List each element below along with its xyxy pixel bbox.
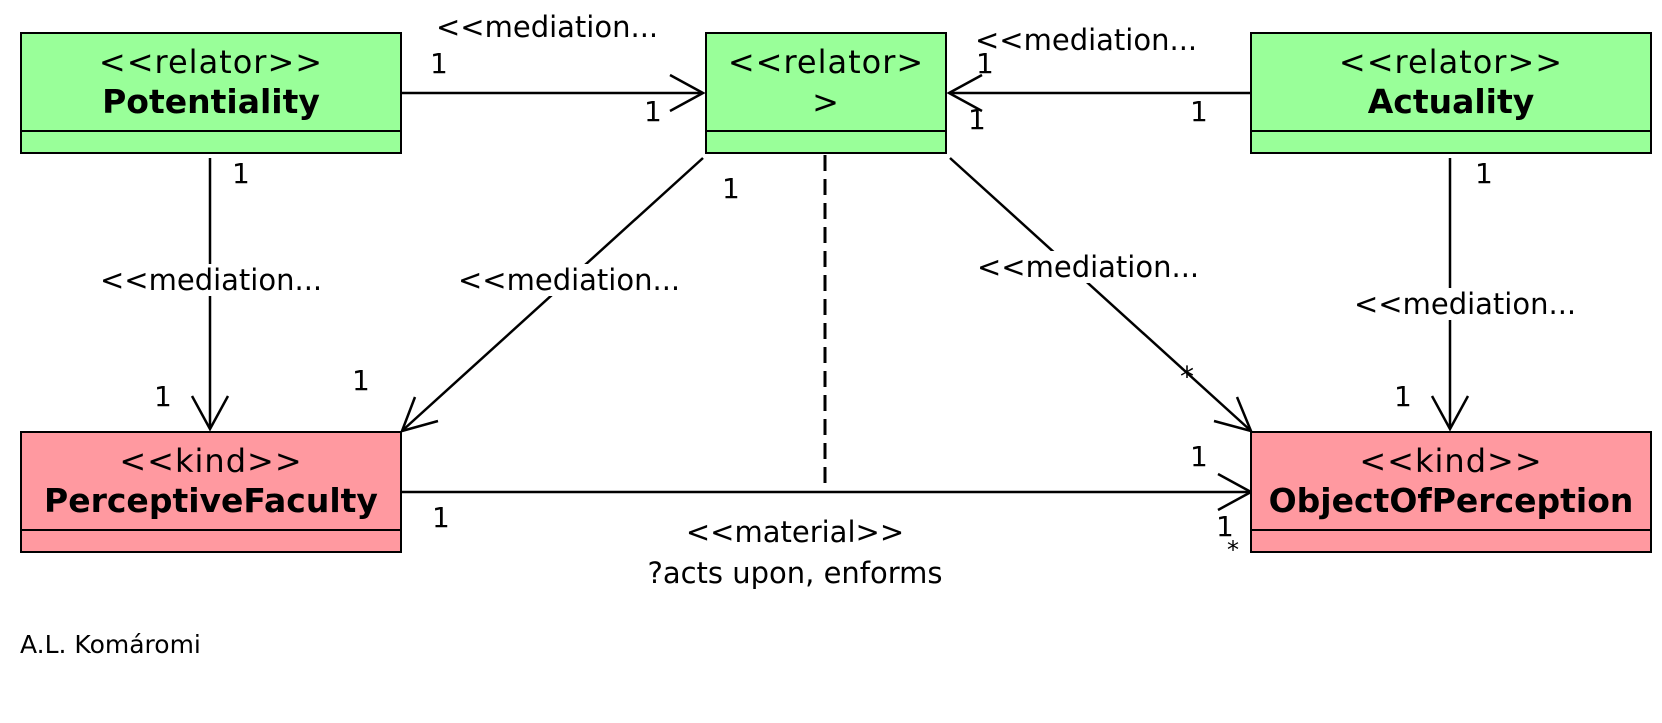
mult-material-target-b: 1 [1216, 510, 1234, 543]
arrowhead-center-pf [399, 396, 439, 433]
mult-pot-pf-source: 1 [232, 157, 250, 190]
mult-act-oop-source: 1 [1475, 157, 1493, 190]
assoc-label-pot-center: <<mediation... [436, 10, 659, 44]
material-stereotype-label: <<material>> [685, 515, 905, 549]
class-name: Actuality [1367, 82, 1535, 121]
mult-material-target-star: * [1227, 536, 1239, 564]
arrowhead-pot-center [669, 73, 706, 113]
mult-pot-pf-target: 1 [154, 380, 172, 413]
assoc-label-center-pf: <<mediation... [456, 263, 683, 297]
author-credit: A.L. Komáromi [20, 630, 201, 659]
mult-act-center-target-a: 1 [976, 47, 994, 80]
mult-act-center-target-b: 1 [968, 103, 986, 136]
mult-material-source: 1 [432, 501, 450, 534]
mult-center-oop-target: * [1180, 360, 1194, 393]
class-perceptive-faculty[interactable]: <<kind>> PerceptiveFaculty [20, 431, 402, 553]
stereotype-label: <<kind>> [119, 442, 303, 480]
mult-center-pf-target: 1 [352, 364, 370, 397]
stereotype-label: <<relator>> [98, 43, 324, 81]
arrowhead-pot-pf [190, 395, 230, 432]
stereotype-label-line2: > [812, 83, 840, 121]
assoc-label-act-oop: <<mediation... [1352, 287, 1579, 321]
class-actuality[interactable]: <<relator>> Actuality [1250, 32, 1652, 154]
assoc-label-act-center: <<mediation... [975, 23, 1198, 57]
class-name: ObjectOfPerception [1268, 481, 1634, 520]
class-name: PerceptiveFaculty [44, 481, 378, 520]
mult-center-pf-source: 1 [722, 172, 740, 205]
mult-material-target: 1 [1190, 440, 1208, 473]
mult-act-center-source: 1 [1190, 95, 1208, 128]
arrowhead-act-center [946, 73, 983, 113]
mult-pot-center-target: 1 [644, 95, 662, 128]
assoc-label-pot-pf: <<mediation... [98, 263, 325, 297]
arrowhead-act-oop [1430, 395, 1470, 432]
class-object-of-perception[interactable]: <<kind>> ObjectOfPerception [1250, 431, 1652, 553]
class-relator-center[interactable]: <<relator> > [705, 32, 947, 154]
mult-act-oop-target: 1 [1394, 380, 1412, 413]
material-name-label: ?acts upon, enforms [647, 556, 943, 590]
stereotype-label-line1: <<relator> [727, 43, 925, 81]
class-name: Potentiality [102, 82, 320, 121]
stereotype-label: <<kind>> [1359, 442, 1543, 480]
stereotype-label: <<relator>> [1338, 43, 1564, 81]
assoc-label-center-oop: <<mediation... [975, 250, 1202, 284]
class-potentiality[interactable]: <<relator>> Potentiality [20, 32, 402, 154]
mult-pot-center-source: 1 [430, 47, 448, 80]
assoc-line-center-oop [949, 157, 1251, 431]
